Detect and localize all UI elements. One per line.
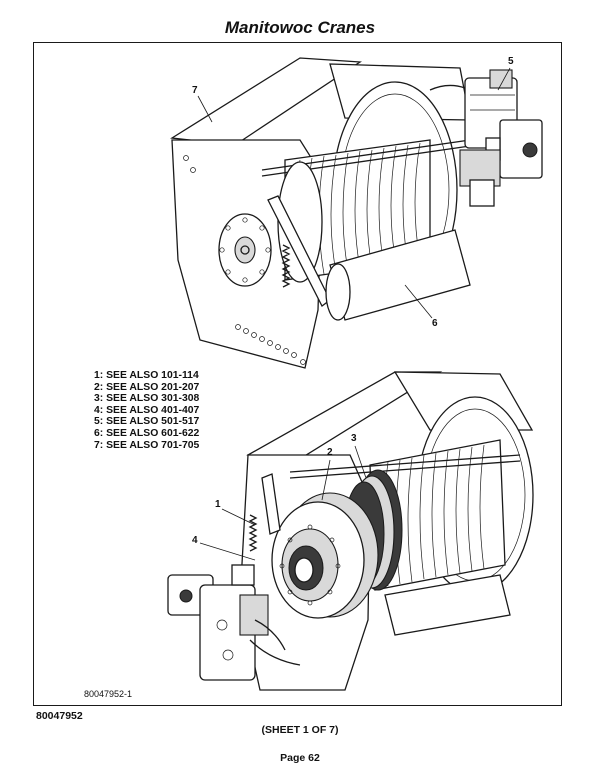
leader-6 xyxy=(404,284,433,319)
legend-item: 1: SEE ALSO 101-114 xyxy=(94,370,199,381)
lower-pawl-lever xyxy=(261,473,281,535)
hydraulic-motor-top xyxy=(429,69,543,207)
page-number: Page 62 xyxy=(280,752,320,764)
callout-4: 4 xyxy=(192,535,198,546)
legend-item: 4: SEE ALSO 401-407 xyxy=(94,404,200,416)
hub-bolts xyxy=(279,524,341,606)
leader-3 xyxy=(354,445,367,479)
top-spring xyxy=(281,244,291,288)
upper-winch-view xyxy=(170,57,543,369)
callout-3: 3 xyxy=(351,433,357,444)
bearing-bolts xyxy=(219,217,271,283)
drawing-number: 80047952-1 xyxy=(84,689,133,699)
document-number: 80047952 xyxy=(36,710,83,722)
parts-reference-legend: 1: SEE ALSO 101-114 2: SEE ALSO 201-207 … xyxy=(94,370,199,451)
leader-4 xyxy=(199,542,256,561)
legend-item: 3: SEE ALSO 301-308 xyxy=(94,393,200,405)
drawing-frame xyxy=(33,42,562,706)
hydraulic-motor-bottom xyxy=(167,564,301,681)
lower-spring xyxy=(248,514,258,552)
leader-1 xyxy=(221,508,256,526)
legend-item: 5: SEE ALSO 501-517 xyxy=(94,416,200,428)
sheet-label: (SHEET 1 OF 7) xyxy=(261,724,339,736)
leader-2 xyxy=(321,459,331,501)
leader-7 xyxy=(197,95,213,123)
callout-6: 6 xyxy=(432,318,438,329)
legend-item: 6: SEE ALSO 601-622 xyxy=(94,427,200,439)
legend-item: 2: SEE ALSO 201-207 xyxy=(94,381,200,393)
drum-end xyxy=(277,161,323,283)
lower-roller xyxy=(384,574,511,636)
page-title: Manitowoc Cranes xyxy=(224,18,376,37)
callout-2: 2 xyxy=(327,447,333,458)
callout-5: 5 xyxy=(508,56,514,67)
plate-bolt-row xyxy=(235,324,297,358)
lower-winch-view xyxy=(167,371,534,691)
callout-1: 1 xyxy=(215,499,221,510)
leader-5 xyxy=(497,67,511,91)
callout-7: 7 xyxy=(192,85,198,96)
legend-item: 7: SEE ALSO 701-705 xyxy=(94,439,200,451)
